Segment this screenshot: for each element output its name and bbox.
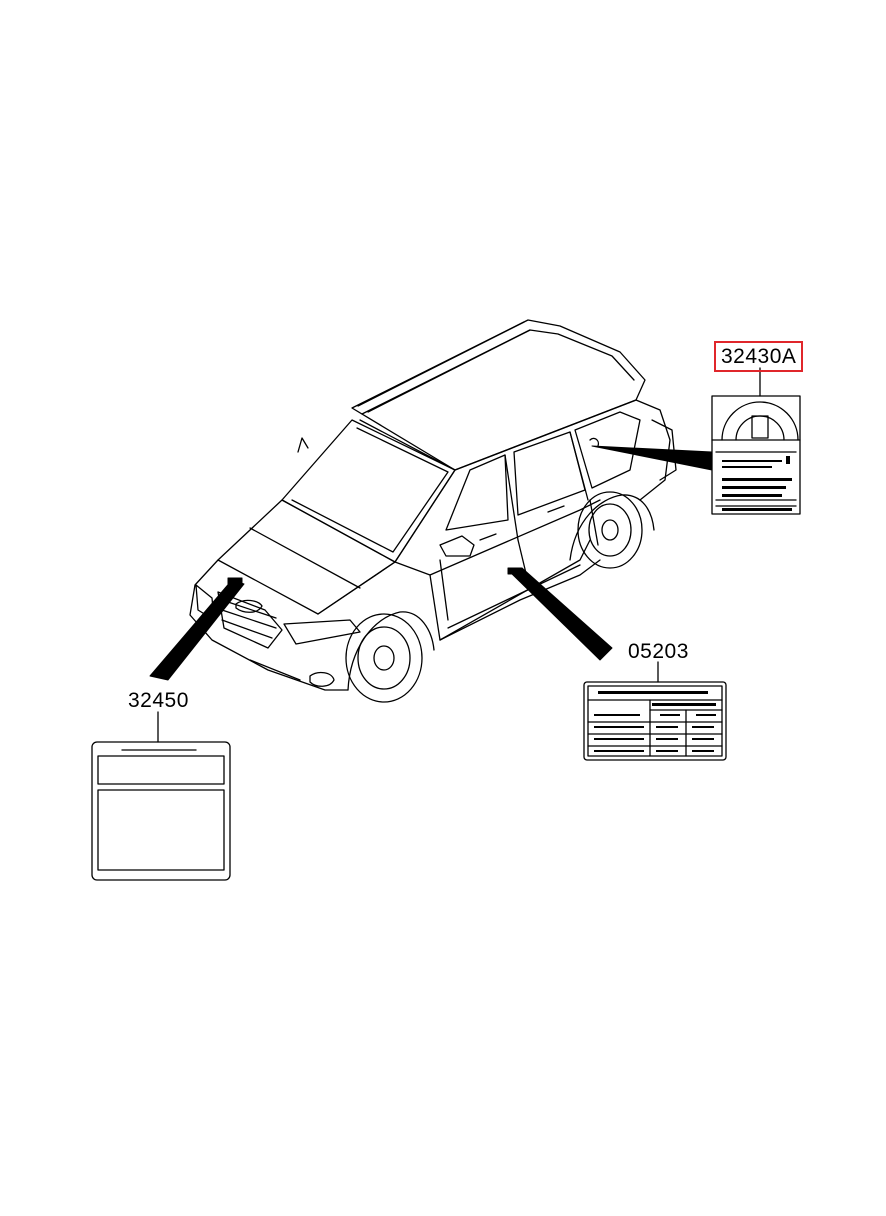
part-number-32450[interactable]: 32450 xyxy=(128,689,189,712)
leader-wedges xyxy=(149,445,713,681)
label-32450-graphic xyxy=(91,711,231,881)
marker-door xyxy=(507,567,523,575)
vehicle-illustration xyxy=(189,319,677,703)
label-32430A-graphic xyxy=(711,367,801,515)
label-05203-fineprint xyxy=(594,691,716,752)
label-05203-graphic xyxy=(583,661,727,761)
leader-32430A xyxy=(591,445,713,471)
leader-05203 xyxy=(509,567,613,661)
label-32430A-fineprint xyxy=(722,456,792,511)
part-number-05203[interactable]: 05203 xyxy=(628,640,689,663)
marker-hood xyxy=(227,577,243,585)
part-number-32430A[interactable]: 32430A xyxy=(714,341,804,372)
